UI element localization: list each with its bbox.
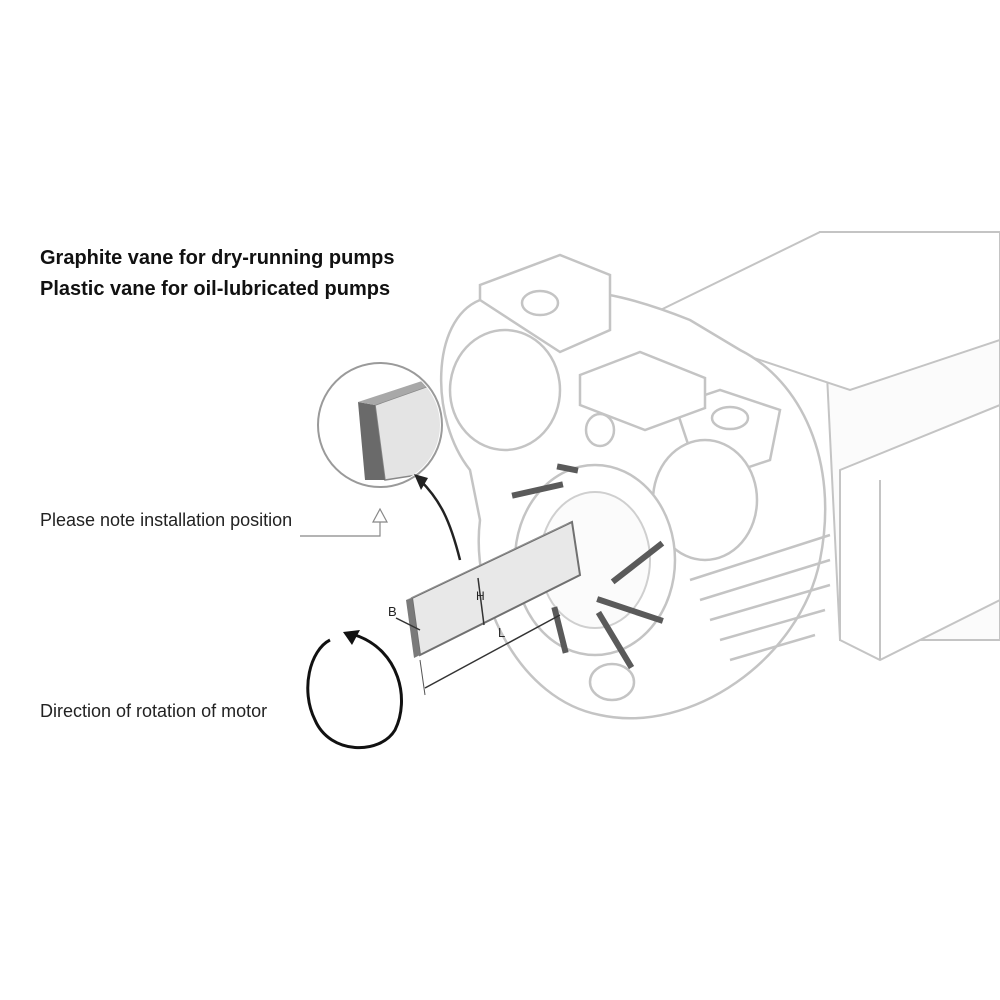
vane-edge (406, 598, 420, 658)
length-label: L (498, 625, 505, 640)
thickness-label: B (388, 604, 397, 619)
height-dimension-line (477, 577, 485, 626)
detail-magnifier (317, 362, 443, 488)
motor-housing (637, 231, 1000, 662)
magnified-vane-edge (358, 402, 385, 480)
length-dimension-line (424, 614, 561, 689)
rotation-arc (306, 633, 403, 750)
vane-callout: H L B (388, 520, 582, 696)
motor-top-face (637, 231, 1000, 392)
top-right-bolt-hole (710, 405, 750, 431)
installation-leader-line (300, 522, 381, 537)
rotor-vane-4 (596, 596, 664, 624)
small-bolt-hole (584, 412, 616, 448)
rotor-vanes (511, 463, 665, 670)
cooling-fins (689, 533, 831, 662)
heading-graphite: Graphite vane for dry-running pumps (40, 247, 395, 269)
rotor-vane-3 (610, 540, 665, 585)
magnified-vane-corner (358, 380, 440, 481)
rotation-arrow-head (343, 630, 360, 645)
rotor-vane-5 (595, 610, 635, 670)
heading-plastic: Plastic vane for oil-lubricated pumps (40, 278, 391, 300)
left-large-bore (448, 328, 562, 452)
thickness-dimension-line (395, 617, 421, 631)
magnifier-pointer-arrow (419, 479, 462, 561)
vane-top-edge (406, 522, 572, 600)
installation-note: Please note installation position (40, 510, 293, 530)
rotation-note: Direction of rotation of motor (40, 701, 268, 721)
magnifier-arrow-head (414, 474, 428, 490)
magnified-vane-top (358, 380, 440, 405)
installation-hollow-arrow (371, 507, 389, 523)
rotor-vane-1 (511, 481, 564, 499)
rotation-indicator (306, 630, 403, 750)
top-left-bolt-hole (520, 289, 560, 317)
length-extension-left (419, 659, 426, 696)
height-label: H (476, 589, 485, 603)
center-block (578, 350, 707, 432)
rotor-vane-2 (556, 463, 579, 474)
bottom-bolt-hole (588, 662, 636, 702)
